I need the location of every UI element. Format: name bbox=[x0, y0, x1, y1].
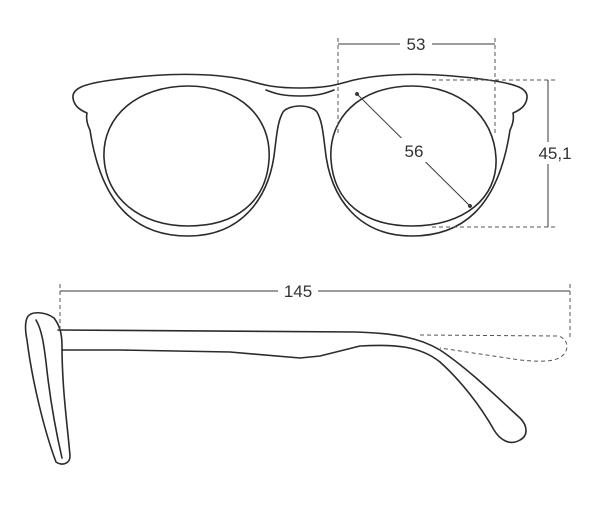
lens-diagonal-label-bg bbox=[398, 138, 432, 162]
temple-arm bbox=[57, 329, 527, 444]
dimension-lens-width: 53 bbox=[337, 33, 496, 135]
temple-length-label-bg bbox=[278, 280, 318, 302]
front-view bbox=[72, 73, 528, 237]
dimension-lens-height: 45,1 bbox=[432, 79, 588, 228]
bridge-detail bbox=[265, 89, 335, 97]
temple-length-label: 145 bbox=[284, 282, 312, 301]
lens-width-label-bg bbox=[400, 33, 432, 55]
lens-height-label: 45,1 bbox=[538, 144, 571, 163]
dimension-temple-length: 145 bbox=[59, 280, 571, 340]
dimension-lens-diagonal: 56 bbox=[355, 92, 472, 208]
left-lens bbox=[103, 85, 270, 227]
side-view bbox=[24, 311, 568, 465]
front-frame-outline bbox=[72, 73, 528, 237]
lens-height-label-bg bbox=[528, 142, 588, 164]
lens-width-label: 53 bbox=[407, 35, 426, 54]
lens-diagonal-label: 56 bbox=[405, 142, 424, 161]
side-lens-edge bbox=[35, 319, 63, 459]
side-front-rim bbox=[24, 311, 71, 465]
temple-straight-ghost bbox=[419, 334, 568, 362]
